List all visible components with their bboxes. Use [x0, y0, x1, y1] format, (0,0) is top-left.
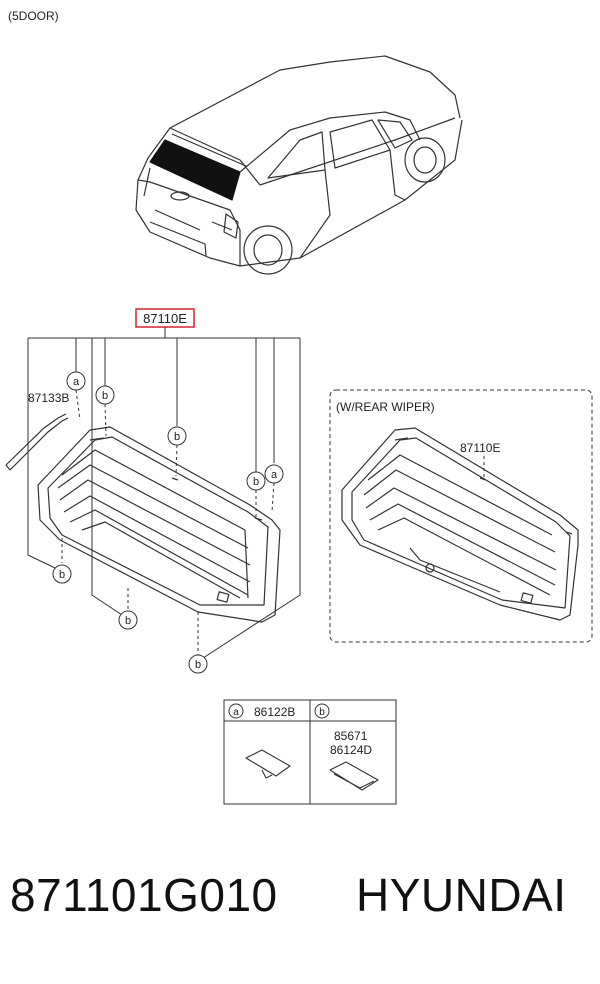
wiper-variant-box — [329, 389, 593, 643]
legend-table — [223, 699, 397, 805]
callout-b-5: b — [125, 615, 131, 627]
moulding-part-number[interactable]: 87133B — [28, 391, 69, 405]
wiper-variant-title: (W/REAR WIPER) — [336, 400, 435, 414]
legend-a-part[interactable]: 86122B — [254, 705, 295, 719]
main-part-number[interactable]: 87110E — [143, 311, 187, 326]
clip-b-icon — [329, 761, 379, 791]
legend-b-circle — [314, 703, 330, 719]
callouts-main[interactable] — [52, 371, 284, 674]
callout-b-4: b — [59, 569, 65, 581]
callout-b-6: b — [195, 659, 201, 671]
leader-lines — [27, 327, 301, 661]
rear-glass-wiper — [341, 427, 579, 621]
footer-part-number: 871101G010 — [10, 869, 278, 921]
legend-b-part-1[interactable]: 85671 — [334, 729, 368, 743]
legend-a-circle — [228, 703, 244, 719]
footer-brand: HYUNDAI — [356, 869, 567, 921]
callout-b-1: b — [102, 390, 108, 402]
callout-b-2: b — [174, 431, 180, 443]
rear-glass-main — [37, 426, 281, 623]
moulding-strip — [5, 413, 69, 471]
callout-a-1: a — [73, 376, 80, 388]
callout-b-3: b — [253, 476, 259, 488]
clip-a-icon — [245, 749, 291, 779]
legend-a-letter: a — [233, 707, 239, 718]
variant-label: (5DOOR) — [8, 9, 59, 23]
callout-a-2: a — [271, 469, 278, 481]
legend-b-part-2[interactable]: 86124D — [330, 743, 372, 757]
wiper-variant-part-number[interactable]: 87110E — [460, 441, 500, 455]
car-illustration — [135, 55, 463, 275]
legend-b-letter: b — [319, 707, 325, 718]
